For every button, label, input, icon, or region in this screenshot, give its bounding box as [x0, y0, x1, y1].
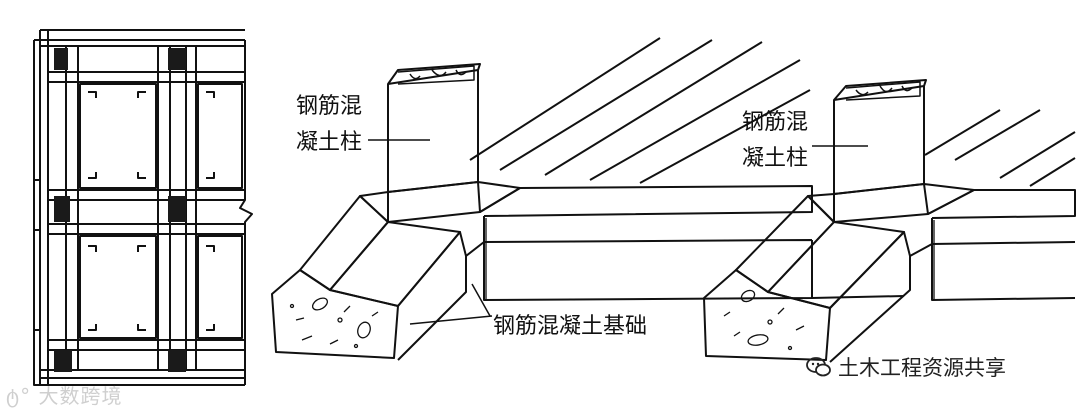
- watermark-right: 土木工程资源共享: [806, 352, 1006, 382]
- wechat-icon: [806, 356, 832, 378]
- plan-column: [168, 48, 186, 70]
- strip-beam-mid-bottom: [811, 295, 905, 299]
- strip-beam-right: [909, 189, 1076, 301]
- label-column-left-line2: 凝土柱: [296, 130, 363, 155]
- plan-column: [168, 350, 186, 372]
- plan-column: [54, 196, 70, 222]
- footing-left-bevel: [329, 221, 461, 307]
- label-foundation: 钢筋混凝土基础: [493, 314, 648, 339]
- watermark-left: ტ° 大数跨境: [6, 380, 122, 409]
- watermark-left-text: 大数跨境: [38, 384, 123, 408]
- concrete-texture-left: [289, 297, 379, 349]
- plan-beam-horizontal-4: [48, 339, 245, 351]
- plan-columns: [54, 48, 186, 372]
- label-column-left-line1: 钢筋混: [296, 94, 363, 119]
- plan-break-line: [239, 40, 253, 385]
- plan-outer-wall-left: [39, 30, 49, 385]
- plan-pad: [79, 235, 157, 339]
- column-left-top: [397, 65, 475, 85]
- footing-right-bevel: [767, 221, 905, 309]
- plan-outer-wall-bottom: [40, 369, 245, 386]
- foundation-right: [703, 79, 1076, 363]
- plan-pad-ticks: [88, 91, 215, 331]
- ground-hatching: [469, 37, 1076, 187]
- plan-column: [54, 48, 68, 70]
- watermark-right-text: 土木工程资源共享: [838, 356, 1006, 380]
- concrete-texture-right: [723, 289, 805, 351]
- leader-foundation: [409, 283, 493, 325]
- footing-left-right-side: [397, 231, 467, 361]
- label-column-right-line2: 凝土柱: [742, 146, 809, 171]
- column-right-rebar: [855, 85, 913, 96]
- strip-beam-middle: [465, 185, 813, 301]
- plan-beam-horizontal-1: [48, 71, 245, 83]
- plan-pad: [197, 235, 243, 339]
- plan-pad: [79, 83, 157, 189]
- label-column-left: 钢筋混 凝土柱: [296, 92, 396, 158]
- foundation-left: [271, 63, 813, 361]
- plan-outer-notches: [33, 39, 40, 386]
- plan-beam-horizontal-2: [48, 189, 245, 201]
- plan-beam-vertical-3: [185, 46, 197, 370]
- leader-lines: [368, 139, 868, 325]
- plan-pad: [197, 83, 243, 189]
- plan-column: [54, 350, 72, 372]
- column-right-top: [845, 81, 921, 101]
- label-column-right-line1: 钢筋混: [742, 110, 809, 135]
- footing-left-top: [299, 195, 389, 291]
- footing-right-top: [735, 195, 835, 293]
- plan-beam-horizontal-3: [48, 223, 245, 235]
- plan-outer-wall-top: [40, 29, 245, 47]
- column-left-rebar: [409, 69, 467, 80]
- label-column-right: 钢筋混 凝土柱: [742, 108, 842, 174]
- plan-column: [168, 196, 186, 222]
- logo-glyph-icon: ტ°: [6, 384, 32, 408]
